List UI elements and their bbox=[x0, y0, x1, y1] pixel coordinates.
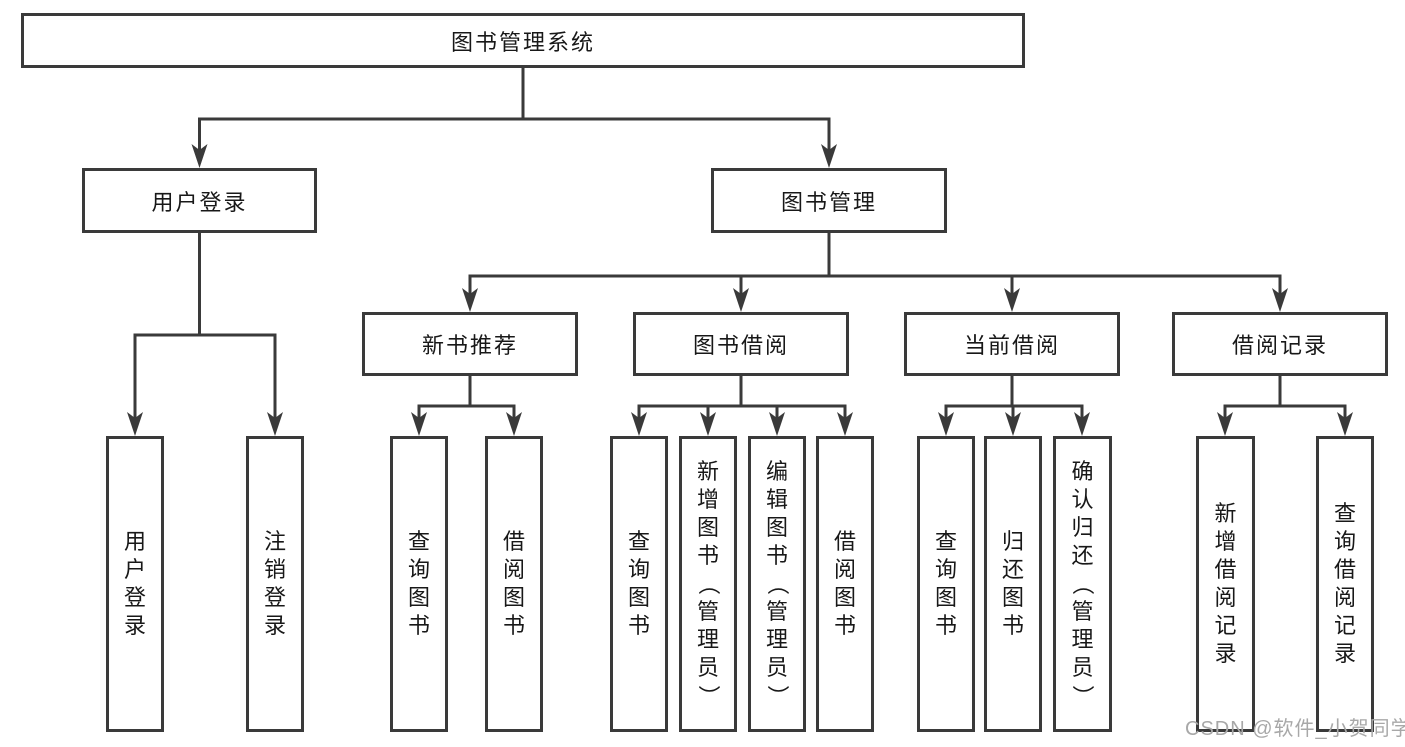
node-label: 借阅记录 bbox=[1231, 333, 1328, 358]
node-borrow-records: 借阅记录 bbox=[1172, 312, 1388, 376]
leaf-borrow-book-borrowing: 借阅图书 bbox=[816, 436, 874, 732]
node-label: 用户登录 bbox=[123, 529, 146, 638]
node-label: 新增借阅记录 bbox=[1214, 501, 1237, 666]
node-label: 归还图书 bbox=[1001, 529, 1024, 638]
node-label: 借阅图书 bbox=[502, 529, 525, 638]
node-user-login: 用户登录 bbox=[82, 168, 317, 233]
leaf-add-book-admin: 新增图书（管理员） bbox=[679, 436, 737, 732]
node-label: 查询图书 bbox=[934, 529, 957, 638]
leaf-confirm-return-admin: 确认归还（管理员） bbox=[1053, 436, 1112, 732]
node-label: 图书管理 bbox=[780, 189, 877, 215]
node-library-management-system: 图书管理系统 bbox=[21, 13, 1025, 68]
leaf-query-book-borrowing: 查询图书 bbox=[610, 436, 668, 732]
leaf-logout: 注销登录 bbox=[246, 436, 304, 732]
leaf-query-book-recommend: 查询图书 bbox=[390, 436, 448, 732]
watermark: CSDN @软件_小贺同学 bbox=[1185, 718, 1405, 740]
node-label: 用户登录 bbox=[151, 189, 248, 215]
node-label: 借阅图书 bbox=[833, 529, 856, 638]
leaf-return-book: 归还图书 bbox=[984, 436, 1042, 732]
node-label: 查询图书 bbox=[407, 529, 430, 638]
node-label: 查询图书 bbox=[627, 529, 650, 638]
node-label: 确认归还（管理员） bbox=[1070, 459, 1096, 708]
node-label: 注销登录 bbox=[263, 529, 286, 638]
node-new-book-recommend: 新书推荐 bbox=[362, 312, 578, 376]
leaf-query-borrow-record: 查询借阅记录 bbox=[1316, 436, 1374, 732]
node-label: 图书借阅 bbox=[692, 333, 789, 358]
node-current-borrowing: 当前借阅 bbox=[904, 312, 1120, 376]
node-label: 编辑图书（管理员） bbox=[764, 459, 790, 708]
node-label: 新增图书（管理员） bbox=[695, 459, 721, 708]
leaf-add-borrow-record: 新增借阅记录 bbox=[1196, 436, 1255, 732]
node-label: 查询借阅记录 bbox=[1333, 501, 1356, 666]
leaf-borrow-book-recommend: 借阅图书 bbox=[485, 436, 543, 732]
node-label: 新书推荐 bbox=[421, 333, 518, 358]
leaf-edit-book-admin: 编辑图书（管理员） bbox=[748, 436, 806, 732]
node-book-management: 图书管理 bbox=[711, 168, 947, 233]
leaf-user-login: 用户登录 bbox=[106, 436, 164, 732]
node-label: 当前借阅 bbox=[963, 333, 1060, 358]
node-book-borrowing: 图书借阅 bbox=[633, 312, 849, 376]
leaf-query-book-current: 查询图书 bbox=[917, 436, 975, 732]
node-label: 图书管理系统 bbox=[450, 29, 595, 55]
